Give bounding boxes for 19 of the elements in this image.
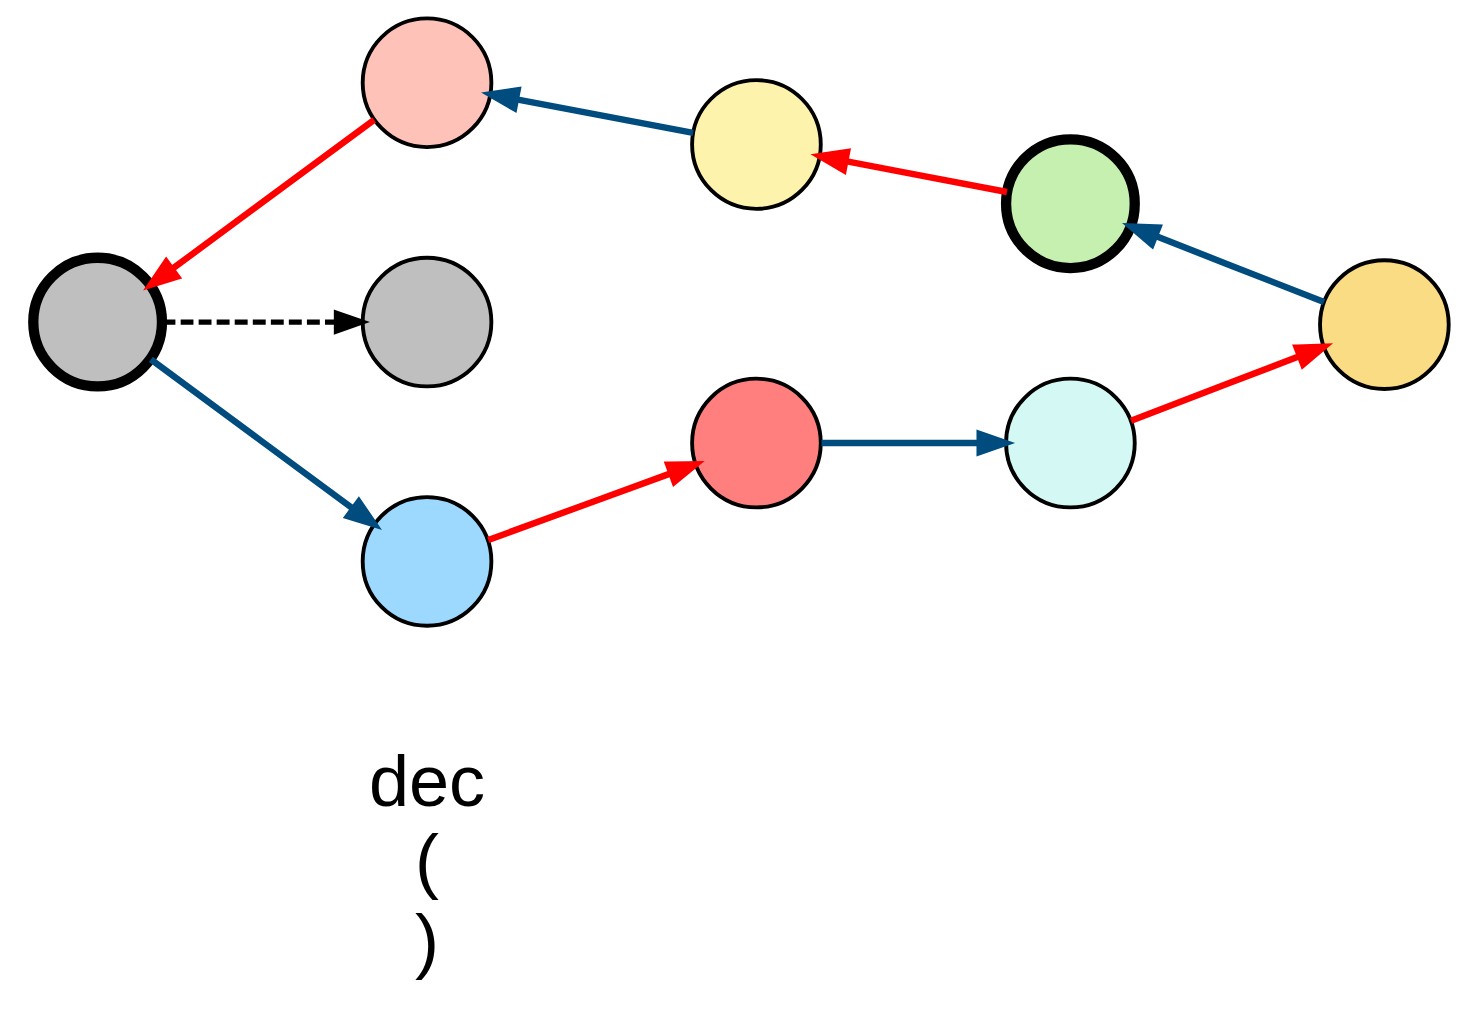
node-circle (689, 376, 823, 510)
arrow (148, 356, 382, 531)
node-circle (1000, 134, 1140, 274)
node-circle (360, 16, 493, 149)
arrow (142, 117, 376, 291)
node-circle (360, 495, 493, 628)
node-circle (1317, 258, 1451, 391)
arrow (486, 460, 705, 543)
arrow (162, 309, 370, 335)
arrow (1129, 343, 1333, 424)
node-circle (27, 252, 167, 392)
arrow (480, 86, 694, 137)
node-text: dec ( ) (368, 740, 485, 981)
arrow (809, 148, 1008, 196)
node-circle (689, 78, 823, 211)
node-circle (360, 255, 493, 389)
arrow (1121, 222, 1325, 305)
arrow (821, 429, 1015, 457)
node-circle (1003, 376, 1137, 510)
